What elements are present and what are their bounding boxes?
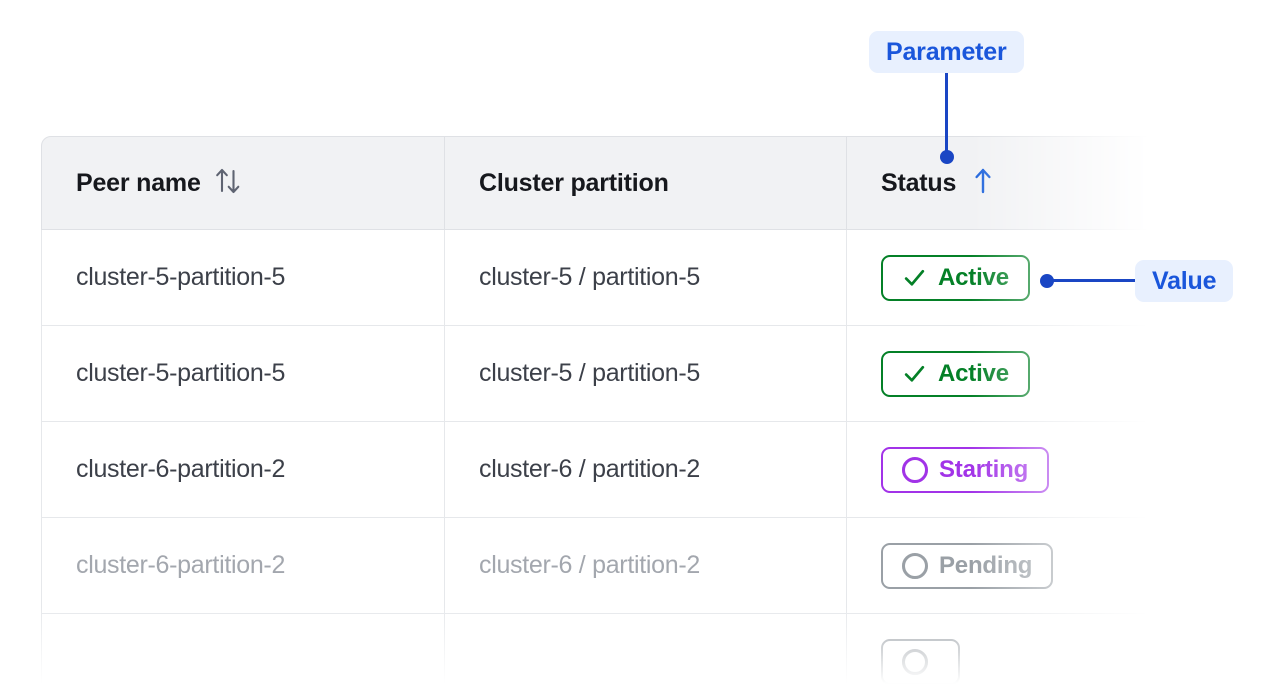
table-row[interactable]: cluster-6-partition-2 cluster-6 / partit… bbox=[41, 518, 1151, 614]
cell-peer-name: cluster-6-partition-2 bbox=[41, 518, 445, 614]
table-header: Peer name Cluster partition bbox=[41, 136, 1151, 230]
column-header-cluster-partition-label: Cluster partition bbox=[479, 168, 669, 197]
status-badge-label: Active bbox=[938, 359, 1009, 387]
annotation-dot-parameter bbox=[940, 150, 954, 164]
annotation-dot-value bbox=[1040, 274, 1054, 288]
column-header-cluster-partition[interactable]: Cluster partition bbox=[445, 136, 847, 230]
cell-cluster-partition: cluster-6 / partition-2 bbox=[445, 518, 847, 614]
annotation-connector-parameter bbox=[945, 73, 948, 157]
sort-updown-icon[interactable] bbox=[215, 165, 242, 202]
status-badge-label: Active bbox=[938, 263, 1009, 291]
column-header-peer-name-label: Peer name bbox=[76, 168, 201, 197]
status-badge: Pending bbox=[881, 542, 1054, 589]
arrow-up-icon[interactable] bbox=[970, 165, 996, 202]
column-header-peer-name[interactable]: Peer name bbox=[41, 136, 445, 230]
status-badge: Active bbox=[881, 350, 1030, 397]
cell-cluster-partition bbox=[445, 614, 847, 688]
table-row[interactable] bbox=[41, 614, 1151, 688]
table-row[interactable]: cluster-5-partition-5 cluster-5 / partit… bbox=[41, 326, 1151, 422]
cell-status: Starting bbox=[847, 422, 1151, 518]
table-row[interactable]: cluster-6-partition-2 cluster-6 / partit… bbox=[41, 422, 1151, 518]
annotation-connector-value bbox=[1052, 279, 1135, 282]
annotation-badge-value: Value bbox=[1135, 260, 1234, 302]
cell-peer-name bbox=[41, 614, 445, 688]
annotation-badge-parameter: Parameter bbox=[869, 31, 1024, 73]
peers-table-container: Peer name Cluster partition bbox=[41, 136, 1151, 688]
spinner-icon bbox=[902, 648, 928, 675]
cell-peer-name: cluster-5-partition-5 bbox=[41, 326, 445, 422]
check-icon bbox=[902, 361, 927, 386]
status-badge: Starting bbox=[881, 446, 1050, 493]
column-header-status[interactable]: Status bbox=[847, 136, 1151, 230]
table-header-row: Peer name Cluster partition bbox=[41, 136, 1151, 230]
status-badge bbox=[881, 638, 960, 685]
cell-cluster-partition: cluster-5 / partition-5 bbox=[445, 230, 847, 326]
cell-status: Active bbox=[847, 230, 1151, 326]
cell-status: Active bbox=[847, 326, 1151, 422]
spinner-icon bbox=[902, 456, 928, 483]
status-badge: Active bbox=[881, 254, 1030, 301]
table-body: cluster-5-partition-5 cluster-5 / partit… bbox=[41, 230, 1151, 688]
cell-peer-name: cluster-5-partition-5 bbox=[41, 230, 445, 326]
spinner-icon bbox=[902, 552, 928, 579]
column-header-status-label: Status bbox=[881, 168, 957, 197]
status-badge-label: Pending bbox=[939, 551, 1033, 579]
cell-status: Pending bbox=[847, 518, 1151, 614]
table-row[interactable]: cluster-5-partition-5 cluster-5 / partit… bbox=[41, 230, 1151, 326]
status-badge-label: Starting bbox=[939, 455, 1029, 483]
cell-cluster-partition: cluster-5 / partition-5 bbox=[445, 326, 847, 422]
check-icon bbox=[902, 265, 927, 290]
peers-table: Peer name Cluster partition bbox=[41, 136, 1151, 688]
cell-cluster-partition: cluster-6 / partition-2 bbox=[445, 422, 847, 518]
cell-status bbox=[847, 614, 1151, 688]
cell-peer-name: cluster-6-partition-2 bbox=[41, 422, 445, 518]
